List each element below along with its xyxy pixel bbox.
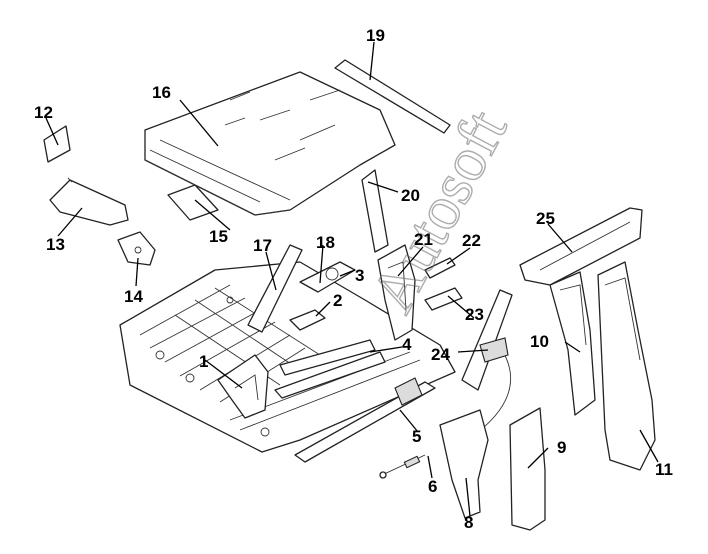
part-5-sill [294,377,436,463]
callout-1: 1 [199,352,208,371]
callout-12: 12 [34,103,53,122]
part-13-sunvisor [49,177,129,226]
part-8-pillar-lower [439,409,489,519]
part-4-crossmember [274,339,386,399]
part-1-bracket [217,354,269,419]
callout-16: 16 [152,83,171,102]
callout-20: 20 [401,186,420,205]
callout-11: 11 [655,460,673,479]
part-19-roof-rail [334,59,451,134]
callout-21: 21 [414,230,433,249]
leader-lines [45,41,659,517]
callout-9: 9 [557,438,566,457]
part-9-pillar [509,407,546,531]
callout-17: 17 [253,236,272,255]
part-25-rear-header [519,207,643,286]
callout-5: 5 [412,427,421,446]
callout-15: 15 [209,227,228,246]
callout-2: 2 [333,291,342,310]
callout-18: 18 [316,233,335,252]
part-16-roof [144,71,396,216]
callout-4: 4 [402,335,412,354]
callout-labels: 1 2 3 4 5 6 8 9 10 11 12 13 14 15 16 17 … [34,26,673,532]
part-21-b-pillar [377,244,416,341]
floor-pan [119,261,456,453]
callout-3: 3 [355,266,364,285]
callout-22: 22 [462,231,481,250]
callout-8: 8 [464,513,473,532]
callout-10: 10 [530,332,549,351]
callout-19: 19 [366,26,385,45]
part-14-clip [117,231,156,266]
callout-24: 24 [431,345,450,364]
callout-14: 14 [124,287,143,306]
callout-25: 25 [536,209,555,228]
part-24-pillar [461,289,513,391]
callout-23: 23 [465,305,484,324]
callout-13: 13 [46,235,65,254]
part-10-c-pillar [549,271,596,416]
callout-6: 6 [428,477,437,496]
part-11-d-pillar [597,261,656,471]
part-20-roof-pillar [361,169,389,253]
part-15-plate [167,184,219,221]
part-23-bracket [424,287,463,311]
